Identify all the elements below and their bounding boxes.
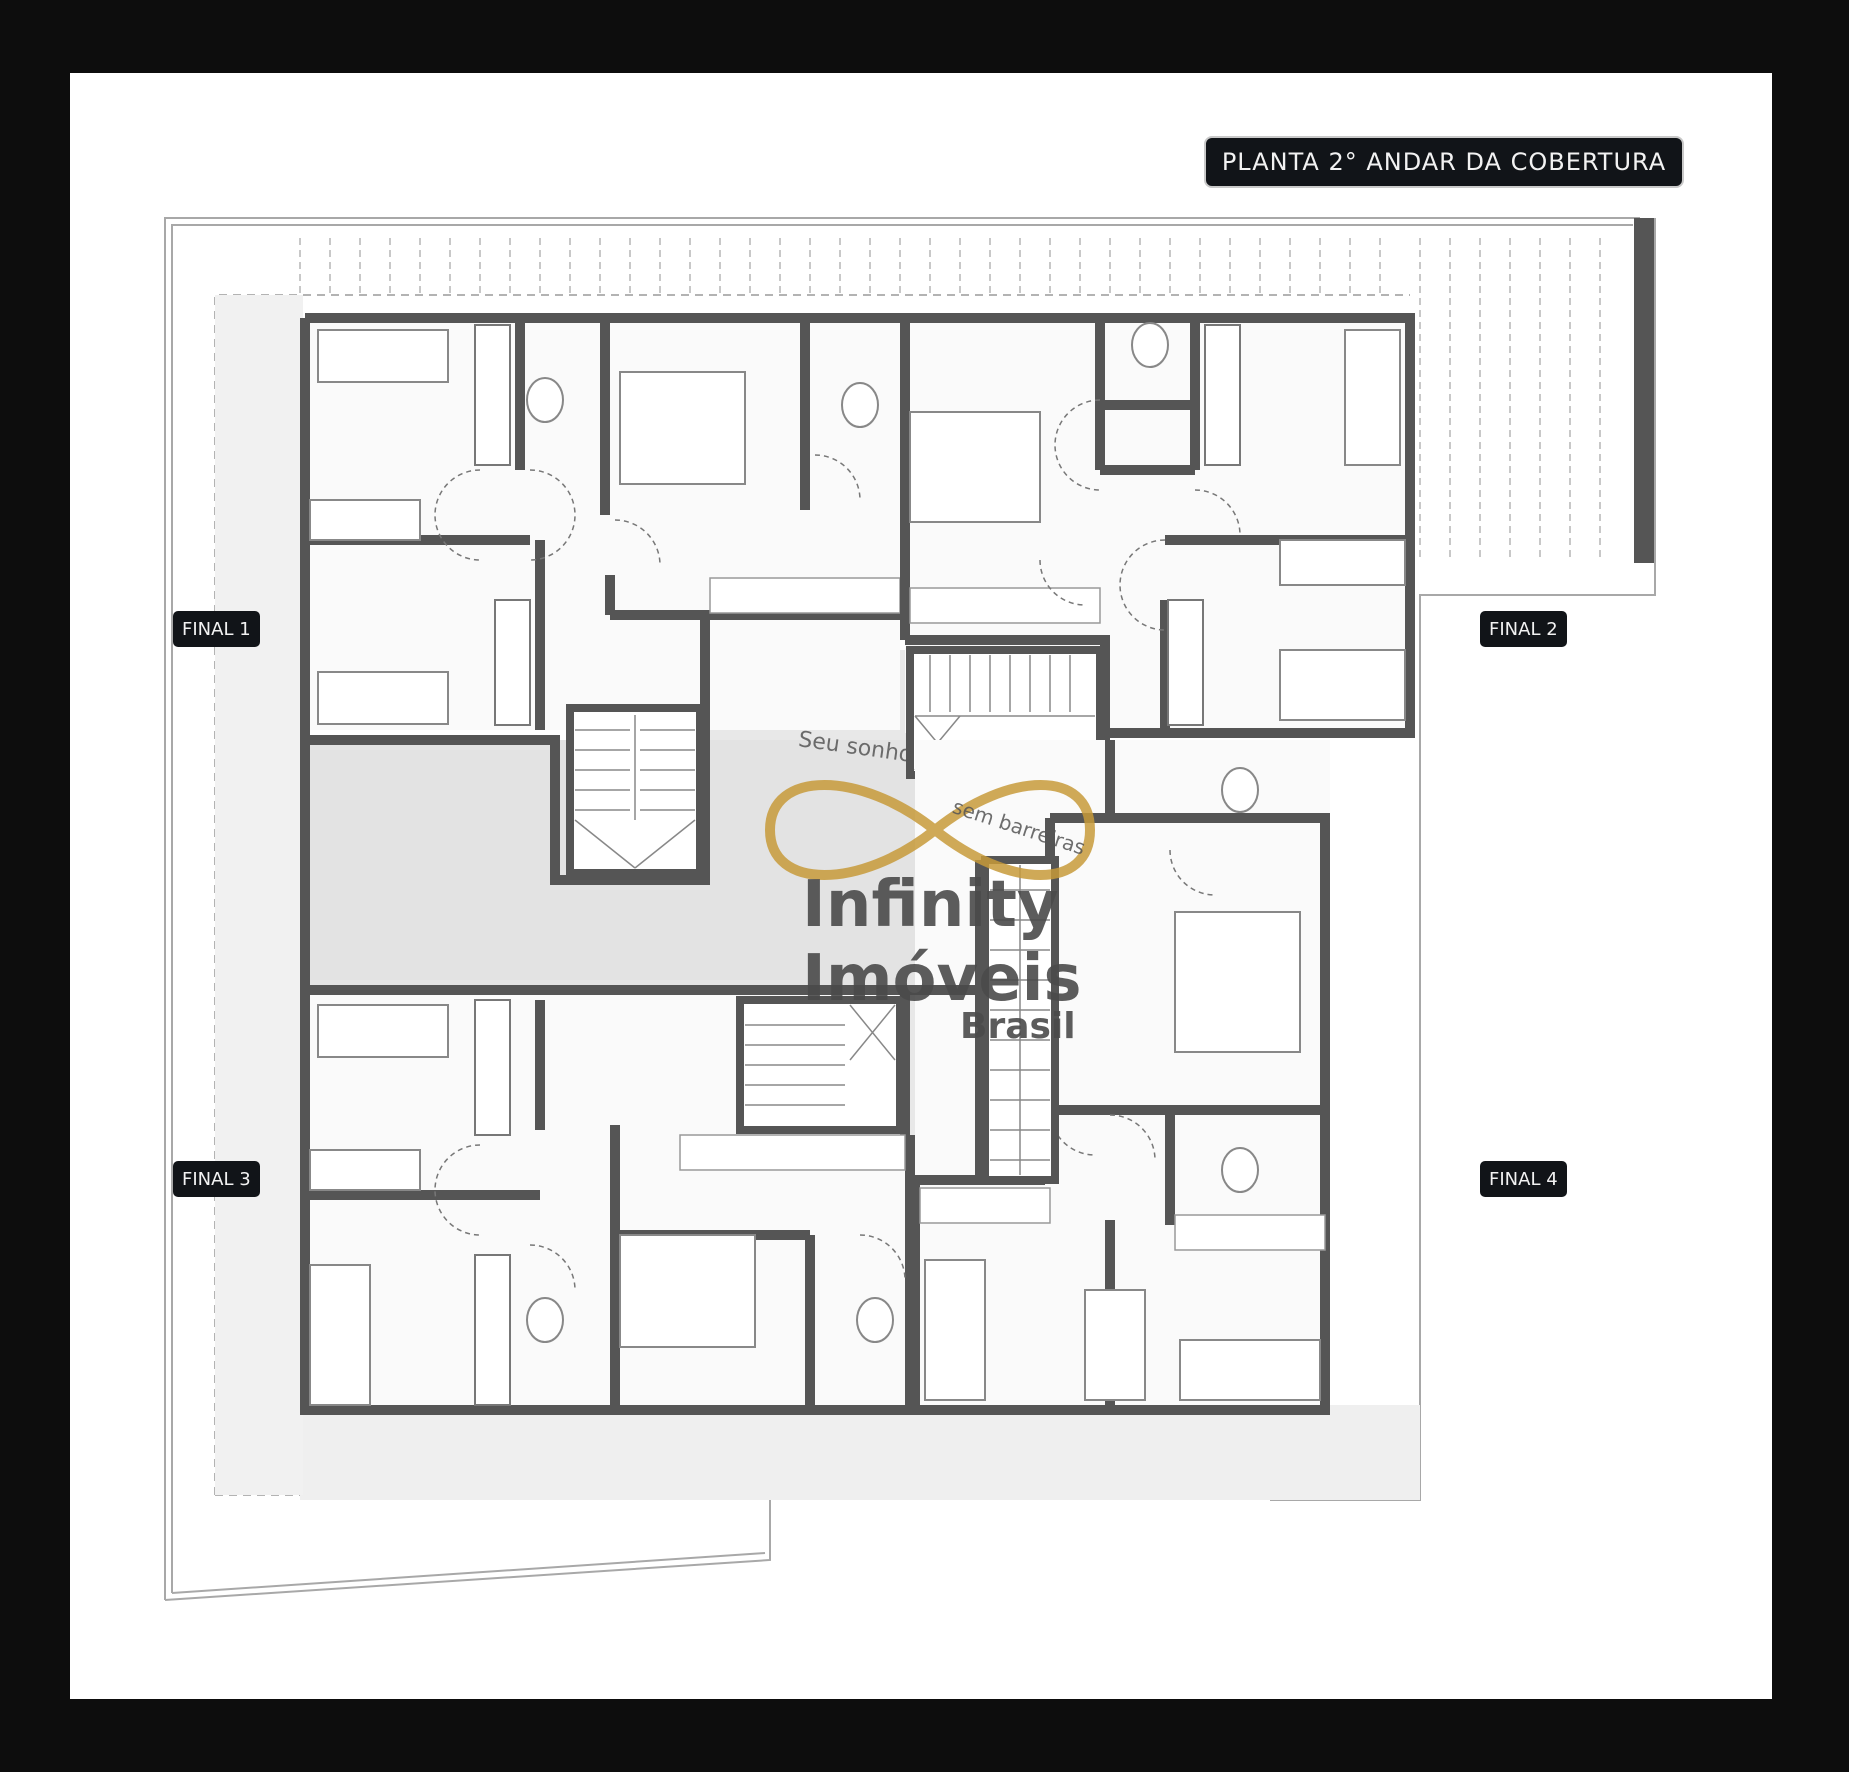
watermark-brand-imoveis: Imóveis xyxy=(802,942,1082,1016)
unit-label-final-2: FINAL 2 xyxy=(1480,611,1567,647)
stair-4 xyxy=(736,996,904,1134)
unit-label-final-1: FINAL 1 xyxy=(173,611,260,647)
stair-3 xyxy=(981,856,1059,1184)
bottom-terrace xyxy=(300,1405,1420,1500)
plan-title-tag: PLANTA 2° ANDAR DA COBERTURA xyxy=(1204,136,1684,188)
apartment-final-4 xyxy=(910,740,1330,1415)
unit-label-final-3: FINAL 3 xyxy=(173,1161,260,1197)
watermark-brand-brasil: Brasil xyxy=(960,1006,1076,1047)
unit-label-final-4: FINAL 4 xyxy=(1480,1161,1567,1197)
apartment-final-3 xyxy=(300,985,985,1415)
stair-1 xyxy=(566,704,704,877)
pergola-strips xyxy=(299,238,1601,560)
left-terrace xyxy=(215,295,303,1495)
parapet-right xyxy=(1634,218,1654,563)
watermark-brand-infinity: Infinity xyxy=(802,868,1059,942)
apartment-final-1 xyxy=(300,313,910,990)
terrace-outline xyxy=(164,217,1656,1601)
watermark-infinity-symbol xyxy=(764,780,1096,880)
